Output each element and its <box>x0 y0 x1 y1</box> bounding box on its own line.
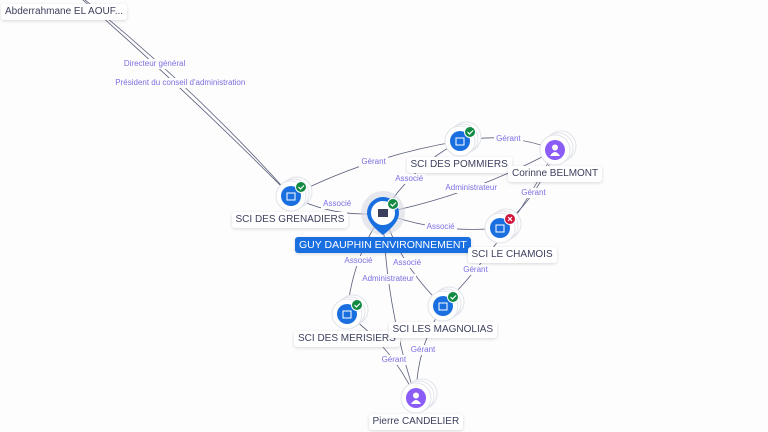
building-glyph <box>286 192 296 201</box>
building-glyph <box>495 224 505 233</box>
status-glyph <box>450 295 457 300</box>
node-label[interactable]: SCI DES GRENADIERS <box>231 212 349 228</box>
node-label[interactable]: Abderrahmane EL AOUF... <box>1 4 128 20</box>
edge-label: Gérant <box>494 133 523 144</box>
node-corinne[interactable] <box>539 130 577 166</box>
building-glyph <box>342 310 352 319</box>
node-label[interactable]: SCI LE CHAMOIS <box>467 247 557 263</box>
edge-label: Gérant <box>359 156 388 167</box>
edge-label: Gérant <box>461 265 490 276</box>
edge-label: Président du conseil d'administration <box>113 77 248 88</box>
status-glyph <box>354 303 361 308</box>
building-icon <box>433 296 453 316</box>
status-glyph <box>298 185 305 190</box>
node-label[interactable]: GUY DAUPHIN ENVIRONNEMENT <box>295 237 471 253</box>
node-guy[interactable] <box>361 191 405 235</box>
person-body <box>550 152 560 156</box>
edge-label: Gérant <box>519 188 548 199</box>
building-glyph <box>438 302 448 311</box>
node-grenadiers[interactable] <box>275 176 313 212</box>
node-merisiers[interactable] <box>331 294 369 330</box>
node-magnolias[interactable] <box>427 286 465 322</box>
building-icon <box>378 209 388 217</box>
person-head <box>552 144 558 151</box>
building-glyph <box>455 137 465 146</box>
check-icon <box>387 198 399 210</box>
node-pommiers[interactable] <box>444 121 482 157</box>
building-icon <box>337 304 357 324</box>
building-icon <box>450 131 470 151</box>
node-label[interactable]: Corinne BELMONT <box>508 166 603 182</box>
check-icon <box>351 299 363 311</box>
node-label[interactable]: SCI DES MERISIERS <box>294 331 400 347</box>
status-glyph <box>507 216 513 222</box>
edge-line <box>382 212 417 399</box>
edge-label: Directeur général <box>121 59 188 70</box>
edge-label: Associé <box>424 222 457 233</box>
edge-label: Associé <box>393 174 426 185</box>
status-glyph <box>467 130 474 135</box>
node-chamois[interactable] <box>484 208 522 244</box>
node-pierre[interactable] <box>400 378 438 414</box>
check-icon <box>447 291 459 303</box>
edge-label: Associé <box>321 198 354 209</box>
status-glyph <box>390 202 397 207</box>
person-body <box>411 400 421 404</box>
check-icon <box>464 126 476 138</box>
edge-label: Administrateur <box>443 183 499 194</box>
edge-label: Gérant <box>379 355 409 366</box>
edge-label: Associé <box>391 258 424 269</box>
edge-label: Associé <box>342 256 375 267</box>
edge-label: Gérant <box>408 345 438 356</box>
building-icon <box>490 218 510 238</box>
node-label[interactable]: SCI DES POMMIERS <box>406 157 512 173</box>
check-icon <box>295 181 307 193</box>
node-label[interactable]: SCI LES MAGNOLIAS <box>388 322 498 338</box>
building-icon <box>281 186 301 206</box>
edge-label: Administrateur <box>360 273 416 284</box>
person-head <box>413 392 419 399</box>
node-label[interactable]: Pierre CANDELIER <box>368 414 464 430</box>
